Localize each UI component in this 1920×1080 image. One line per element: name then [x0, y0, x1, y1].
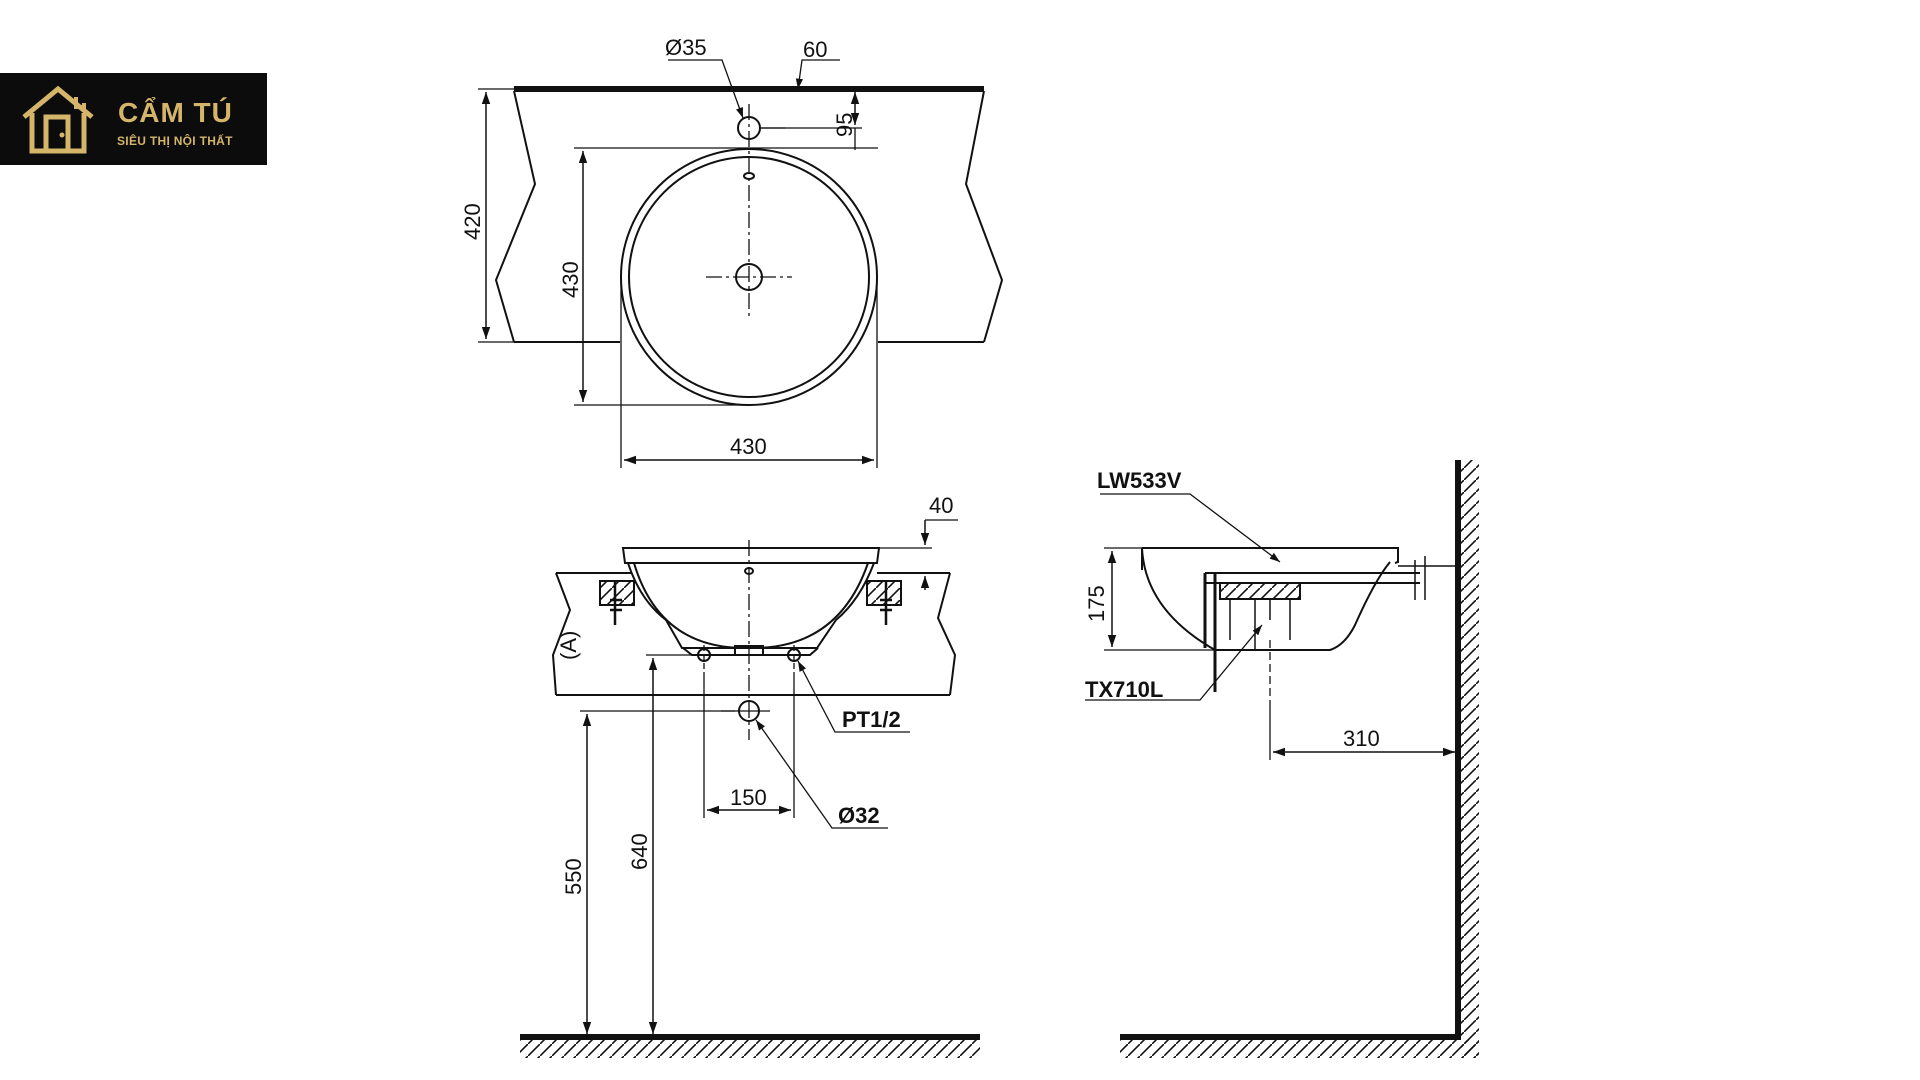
basin-rim	[621, 547, 881, 564]
brand-tagline: SIÊU THỊ NỘI THẤT	[117, 134, 233, 148]
dim-60: 60	[803, 37, 827, 62]
leader-dia32	[755, 719, 888, 829]
basin-inner	[628, 156, 870, 398]
front-right-break	[936, 572, 957, 696]
side-floor-hatch	[1120, 1040, 1479, 1058]
leader-lw533v	[1100, 493, 1281, 563]
dim-175: 175	[1084, 585, 1109, 622]
counter-right-break	[964, 90, 1004, 343]
label-tx710l: TX710L	[1085, 677, 1163, 702]
dim-95: 95	[832, 113, 857, 137]
leader-pt12	[797, 660, 910, 733]
dim-550: 550	[561, 858, 586, 895]
side-basin-front	[1141, 547, 1216, 651]
basin-bowl-outer	[627, 562, 875, 649]
wall-hatch	[1461, 460, 1479, 1058]
top-view	[478, 59, 1004, 468]
side-view	[1085, 460, 1479, 1058]
dim-dia35: Ø35	[665, 35, 707, 60]
brand-name: CẨM TÚ	[118, 97, 233, 128]
bracket-right	[866, 580, 902, 606]
leader-dia35	[668, 59, 744, 119]
label-pt12: PT1/2	[842, 707, 901, 732]
side-basin-rim	[1142, 547, 1399, 564]
brand-logo: CẨM TÚ SIÊU THỊ NỘI THẤT	[0, 73, 267, 165]
side-bracket-block	[1219, 582, 1301, 600]
front-floor-hatch	[520, 1040, 980, 1058]
leader-60	[795, 59, 840, 90]
counter-left-break	[494, 90, 537, 343]
dim-430-horizontal: 430	[730, 434, 767, 459]
dim-430-vertical: 430	[558, 261, 583, 298]
bracket-left	[599, 580, 635, 606]
dim-40: 40	[929, 493, 953, 518]
front-view	[520, 519, 980, 1058]
house-icon	[22, 85, 94, 154]
basin-bowl-inner	[633, 562, 869, 650]
dim-420: 420	[460, 203, 485, 240]
leader-tx710l	[1085, 624, 1263, 701]
side-basin-bottom	[1215, 561, 1391, 651]
dim-150: 150	[730, 785, 767, 810]
label-dia32: Ø32	[838, 803, 880, 828]
dim-640: 640	[627, 833, 652, 870]
dim-310: 310	[1343, 726, 1380, 751]
front-left-break	[551, 572, 572, 696]
label-lw533v: LW533V	[1097, 468, 1182, 493]
zone-a-label: (A)	[556, 631, 581, 660]
